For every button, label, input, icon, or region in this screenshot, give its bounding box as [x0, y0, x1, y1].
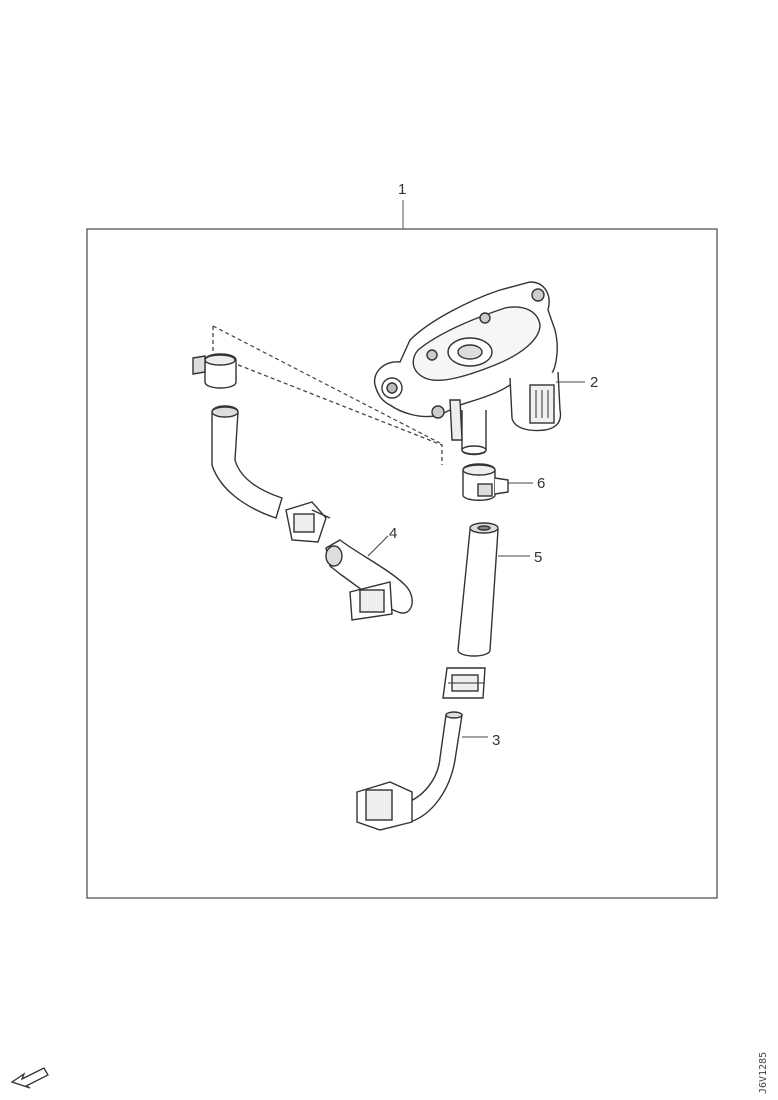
callout-1: 1: [398, 181, 406, 198]
callout-5: 5: [534, 549, 542, 566]
clamp-lower: [442, 667, 486, 699]
callout-2: 2: [590, 374, 598, 391]
alignment-dashed-line: [212, 326, 443, 465]
clamp-upper-left: [192, 353, 237, 389]
hose-3: [356, 711, 463, 831]
hose-4: [211, 405, 413, 621]
hose-5: [457, 522, 499, 657]
direction-arrow-icon: [10, 1067, 49, 1089]
kit-frame: [86, 228, 718, 899]
clamp-6: [462, 463, 509, 501]
callout-6: 6: [537, 475, 545, 492]
callout-3: 3: [492, 732, 500, 749]
callout-4: 4: [389, 525, 397, 542]
valve-assembly: [373, 281, 562, 456]
reference-code: J6V1285: [758, 1051, 769, 1094]
leader-4: [367, 535, 389, 557]
